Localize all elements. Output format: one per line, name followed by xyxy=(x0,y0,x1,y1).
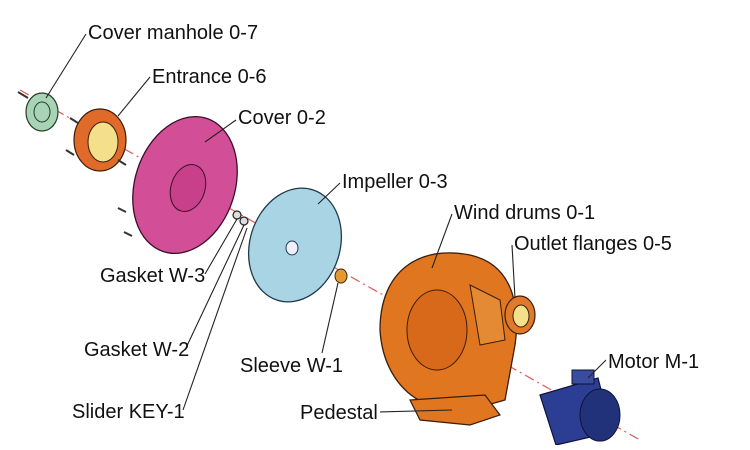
wind-drums-outlet xyxy=(469,284,506,346)
wind-drums-part xyxy=(379,252,518,426)
label-wind-drums: Wind drums 0-1 xyxy=(454,202,596,224)
leader-lines xyxy=(45,33,607,413)
leader-cover xyxy=(204,119,237,143)
outlet-flange-part xyxy=(504,295,536,335)
leader-gasket-w2 xyxy=(184,224,245,351)
label-gasket-w3: Gasket W-3 xyxy=(100,265,206,287)
motor-face xyxy=(579,388,621,442)
entrance-bolt xyxy=(69,117,79,124)
manhole-bolt xyxy=(17,91,29,99)
leader-outlet-flanges xyxy=(511,244,516,299)
sleeve-part xyxy=(334,268,348,284)
motor-part xyxy=(539,369,621,446)
leader-motor xyxy=(587,359,607,379)
wind-drums-inner xyxy=(406,289,468,371)
leader-cover-manhole xyxy=(45,33,87,99)
cover-bolt xyxy=(117,159,127,166)
leader-impeller xyxy=(317,182,341,205)
cover-bolt xyxy=(117,207,127,213)
leader-wind-drums xyxy=(431,213,453,269)
cover-bolt xyxy=(123,231,133,237)
sleeve-shape xyxy=(334,268,348,284)
entrance-bolt xyxy=(65,149,75,156)
cover-manhole-ring xyxy=(33,101,51,123)
gasket-w2-shape xyxy=(239,216,249,226)
label-cover: Cover 0-2 xyxy=(238,107,326,129)
label-impeller: Impeller 0-3 xyxy=(342,171,448,193)
leader-entrance xyxy=(117,76,151,117)
label-cover-manhole: Cover manhole 0-7 xyxy=(88,22,259,44)
impeller-hub xyxy=(285,240,299,256)
cover-manhole-disc xyxy=(25,92,59,132)
impeller-part xyxy=(247,187,343,303)
gasket-w3-shape xyxy=(232,210,242,220)
leader-pedestal xyxy=(379,409,453,413)
cover-manhole-part xyxy=(17,91,59,132)
label-pedestal: Pedestal xyxy=(300,402,378,424)
motor-junction-box xyxy=(571,369,595,385)
label-gasket-w2: Gasket W-2 xyxy=(84,339,190,361)
leader-sleeve xyxy=(321,282,339,354)
pedestal-shape xyxy=(409,394,501,426)
entrance-opening xyxy=(87,121,119,163)
label-outlet-flanges: Outlet flanges 0-5 xyxy=(514,233,672,255)
label-slider-key: Slider KEY-1 xyxy=(72,401,185,423)
label-sleeve: Sleeve W-1 xyxy=(240,355,344,377)
outlet-flange-opening xyxy=(512,304,530,328)
leader-gasket-w3 xyxy=(204,218,238,275)
cover-part xyxy=(117,116,238,254)
entrance-part xyxy=(65,108,127,172)
label-motor: Motor M-1 xyxy=(608,351,700,373)
label-entrance: Entrance 0-6 xyxy=(152,66,267,88)
cover-hub xyxy=(169,164,207,212)
leader-slider-key xyxy=(182,227,248,411)
